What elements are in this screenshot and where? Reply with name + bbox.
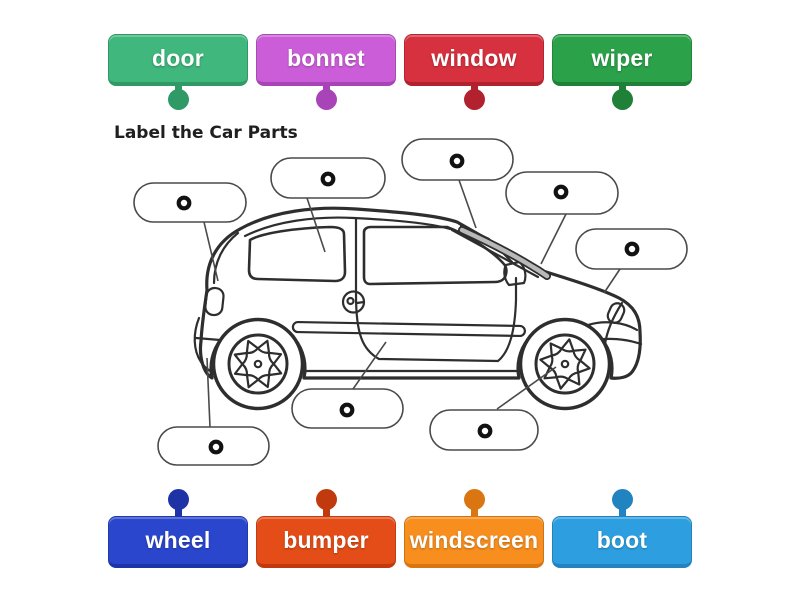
label-text: bonnet — [287, 45, 365, 71]
front-bumper-split — [589, 337, 643, 346]
front-wheel — [518, 317, 612, 411]
tail-light — [204, 286, 225, 317]
rear-wheel — [211, 317, 305, 411]
connector-stem — [174, 82, 182, 93]
pointer-line-door — [352, 341, 387, 390]
answer-slot-windscreen[interactable] — [505, 171, 619, 215]
draggable-label-window[interactable]: window — [404, 34, 544, 110]
slot-ring-icon — [624, 241, 640, 257]
headlight — [606, 302, 626, 324]
a-pillar-line — [450, 228, 540, 279]
page-title: Label the Car Parts — [114, 123, 298, 143]
connector-stem — [322, 506, 330, 517]
pointer-lines — [203, 179, 621, 428]
connector-dot-icon — [167, 89, 189, 110]
answer-slot-wiper[interactable] — [401, 138, 514, 181]
slot-ring-icon — [339, 402, 355, 418]
door-edge-rear — [354, 217, 518, 363]
slot-ring-icon — [320, 171, 336, 187]
side-trim-strip — [291, 320, 526, 338]
draggable-label-wheel[interactable]: wheel — [108, 489, 248, 568]
draggable-label-bonnet[interactable]: bonnet — [256, 34, 396, 110]
pointer-line-windscreen — [540, 213, 567, 265]
label-text: wiper — [591, 45, 653, 71]
pointer-line-boot — [203, 221, 219, 282]
slot-ring-icon — [449, 153, 465, 169]
rear-bumper-split — [194, 336, 234, 343]
front-bumper-top — [586, 321, 639, 332]
label-text: window — [431, 45, 517, 71]
connector-stem — [322, 82, 330, 93]
label-text: bumper — [283, 527, 369, 553]
answer-slot-door[interactable] — [291, 388, 404, 429]
slot-ring-icon — [176, 195, 192, 211]
wiper-blade — [459, 227, 550, 279]
answer-slot-boot[interactable] — [133, 182, 247, 223]
connector-stem — [618, 82, 626, 93]
draggable-label-bumper[interactable]: bumper — [256, 489, 396, 568]
connector-dot-icon — [315, 89, 337, 110]
label-text: door — [152, 45, 204, 71]
answer-slots — [133, 138, 688, 466]
pointer-line-window — [306, 197, 326, 253]
label-text: boot — [596, 527, 648, 553]
slot-ring-icon — [477, 423, 493, 439]
connector-stem — [470, 82, 478, 93]
draggable-label-door[interactable]: door — [108, 34, 248, 110]
side-mirror — [502, 252, 527, 287]
word-bank-top: door bonnet window wiper — [108, 34, 692, 110]
door-handle-lever — [355, 300, 366, 305]
rear-hatch-line — [212, 231, 240, 285]
rear-window — [247, 225, 347, 283]
answer-slot-window[interactable] — [270, 157, 386, 199]
connector-stem — [618, 506, 626, 517]
door-handle — [341, 290, 366, 314]
word-bank-bottom: wheel bumper windscreen boot — [108, 489, 692, 568]
a-pillar-trim — [459, 224, 491, 241]
answer-slot-bonnet[interactable] — [575, 228, 688, 270]
label-text: wheel — [145, 527, 211, 553]
draggable-label-windscreen[interactable]: windscreen — [404, 489, 544, 568]
roof-inner-line — [243, 216, 452, 238]
connector-dot-icon — [611, 489, 633, 510]
slot-ring-icon — [208, 439, 224, 455]
connector-dot-icon — [463, 89, 485, 110]
connector-dot-icon — [315, 489, 337, 510]
answer-slot-wheel[interactable] — [429, 409, 539, 451]
answer-slot-bumper[interactable] — [157, 426, 270, 466]
draggable-label-boot[interactable]: boot — [552, 489, 692, 568]
connector-dot-icon — [463, 489, 485, 510]
wiper-blade-outline — [458, 226, 551, 280]
connector-dot-icon — [611, 89, 633, 110]
draggable-label-wiper[interactable]: wiper — [552, 34, 692, 110]
pointer-line-wiper — [458, 179, 477, 229]
front-fender-line — [603, 301, 624, 346]
rear-bumper — [193, 316, 225, 377]
car-line-art — [193, 206, 643, 411]
connector-dot-icon — [167, 489, 189, 510]
slot-ring-icon — [553, 184, 569, 200]
connector-stem — [174, 506, 182, 517]
car-body-outline — [198, 206, 642, 380]
door-lock — [346, 296, 355, 306]
door-window — [362, 225, 508, 286]
pointer-line-wheel — [496, 366, 557, 410]
connector-stem — [470, 506, 478, 517]
label-text: windscreen — [409, 527, 539, 553]
pointer-line-bumper — [206, 357, 211, 428]
pointer-line-bonnet — [603, 268, 621, 294]
